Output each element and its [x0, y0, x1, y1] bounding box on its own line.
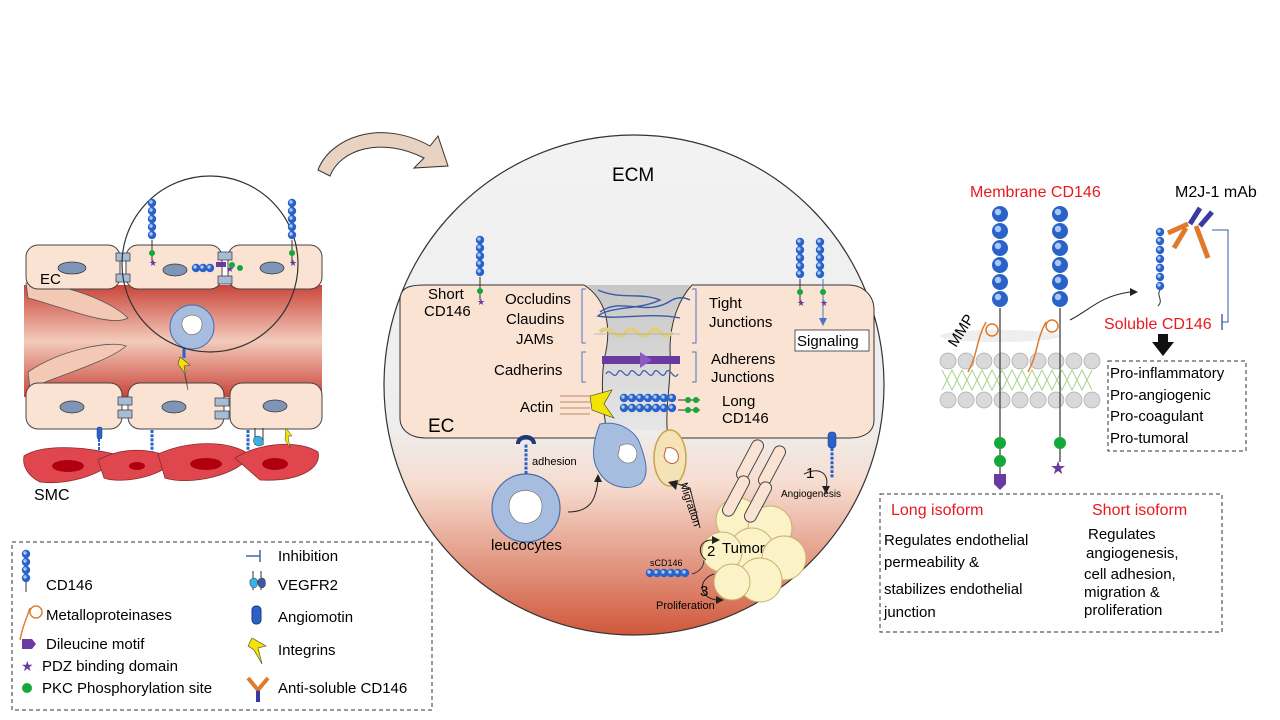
m2j1-mab-label: M2J-1 mAb [1175, 184, 1257, 201]
angiomotin-legend-icon [251, 605, 262, 625]
svg-text:★: ★ [820, 298, 828, 308]
isoform-box [879, 493, 1223, 633]
nucleus [57, 261, 87, 275]
cd146-horizontal-chain: ★ [191, 262, 243, 274]
legend-box [11, 541, 433, 711]
center-detail-panel: ★ ★★ [383, 134, 885, 636]
right-membrane-panel: ★ [879, 206, 1247, 633]
adhesion-label: adhesion [532, 456, 577, 468]
lipid-bilayer [939, 330, 1101, 409]
ec-label-center: EC [428, 416, 454, 437]
svg-text:★: ★ [226, 264, 234, 274]
tumor-label: Tumor [722, 540, 765, 557]
signaling-box [794, 329, 870, 352]
leucocytes-label: leucocytes [491, 537, 562, 554]
step-3: 3 [700, 583, 708, 600]
step-1: 1 [806, 465, 814, 482]
cd146-chain: ★ [287, 198, 297, 268]
ec-label: EC [40, 271, 61, 288]
legend-pdz: PDZ binding domain [42, 658, 178, 675]
legend-integrins: Integrins [278, 642, 336, 659]
angiogenic-sprout [721, 439, 787, 523]
ecm-label: ECM [612, 165, 654, 186]
long-cd146-label-2: CD146 [722, 410, 769, 427]
short-isoform-line-4: proliferation [1084, 602, 1162, 619]
svg-text:★: ★ [149, 258, 157, 268]
short-isoform-line-3: migration & [1084, 584, 1160, 601]
short-isoform-line-0: Regulates [1088, 526, 1156, 543]
smc-label: SMC [34, 487, 70, 504]
long-isoform-line-2: stabilizes endothelial [884, 581, 1022, 598]
tight-junctions-label-2: Junctions [709, 314, 772, 331]
actin-label: Actin [520, 399, 553, 416]
adherens-junctions-label-2: Junctions [711, 369, 774, 386]
legend-cd146: CD146 [46, 577, 93, 594]
zoom-circle [121, 175, 299, 353]
signaling-label: Signaling [797, 333, 859, 350]
effect-1: Pro-angiogenic [1110, 387, 1211, 404]
long-isoform-line-3: junction [883, 604, 936, 621]
soluble-cd146-label: Soluble CD146 [1104, 316, 1212, 333]
scd146-label: sCD146 [650, 558, 683, 568]
dileucine-legend-icon [22, 639, 36, 649]
legend-metalloproteinases: Metalloproteinases [46, 607, 172, 624]
vegfr2-legend-icon [249, 571, 266, 590]
nucleus [259, 261, 285, 275]
long-cd146-chain [619, 393, 700, 413]
membrane-cd146-title: Membrane CD146 [970, 184, 1101, 201]
short-cd146-label-2: CD146 [424, 303, 471, 320]
cd146-chain: ★ [147, 198, 157, 268]
pericyte-shape [27, 343, 127, 389]
svg-text:★: ★ [289, 258, 297, 268]
occludins-label: Occludins [505, 291, 571, 308]
long-isoform-line-0: Regulates endothelial [884, 532, 1028, 549]
nucleus [162, 263, 188, 277]
short-cd146-label-1: Short [428, 286, 465, 303]
jams-label: JAMs [516, 331, 554, 348]
step-2: 2 [707, 543, 715, 560]
claudins-label: Claudins [506, 311, 564, 328]
short-isoform-line-2: cell adhesion, [1084, 566, 1176, 583]
legend-vegfr2: VEGFR2 [278, 577, 338, 594]
metalloproteinase-legend-icon [19, 607, 31, 641]
adherens-junctions-label-1: Adherens [711, 351, 775, 368]
cd146-legend-icon [21, 549, 31, 592]
long-isoform-title: Long isoform [891, 502, 984, 519]
short-isoform-line-1: angiogenesis, [1086, 545, 1179, 562]
proliferation-label: Proliferation [656, 600, 715, 612]
legend-dileucine: Dileucine motif [46, 636, 145, 653]
pdz-legend-icon: ★ [21, 658, 34, 674]
cd146-chain-pair: ★★ [795, 237, 828, 326]
tight-junctions-label-1: Tight [709, 295, 743, 312]
zoom-arrow [317, 132, 449, 177]
legend-angiomotin: Angiomotin [278, 609, 353, 626]
membrane-cd146-short: ★ [1050, 206, 1068, 478]
effects-box [1107, 360, 1247, 452]
effect-3: Pro-tumoral [1110, 430, 1188, 447]
m2j1-antibody [1166, 206, 1214, 259]
integrin-legend-icon [247, 637, 267, 665]
legend-pkc: PKC Phosphorylation site [42, 680, 212, 697]
membrane-cd146-long [992, 206, 1008, 490]
pkc-legend-icon [22, 683, 32, 693]
cadherins-label: Cadherins [494, 362, 562, 379]
soluble-cd146 [1155, 227, 1165, 307]
short-isoform-title: Short isoform [1092, 502, 1187, 519]
short-cd146-chain: ★ [475, 235, 485, 307]
left-vessel-panel: ★ ★ ★ EC SMC [23, 175, 323, 504]
long-cd146-label-1: Long [722, 393, 755, 410]
angiogenesis-label: Angiogenesis [781, 489, 841, 500]
svg-text:★: ★ [477, 297, 485, 307]
anti-soluble-cd146-legend-icon [246, 676, 270, 702]
svg-text:★: ★ [797, 298, 805, 308]
svg-text:★: ★ [1050, 458, 1066, 478]
effect-2: Pro-coagulant [1110, 408, 1204, 425]
long-isoform-line-1: permeability & [884, 554, 979, 571]
effect-0: Pro-inflammatory [1110, 365, 1225, 382]
legend-inhibition: Inhibition [278, 548, 338, 565]
legend-anti-soluble-cd146: Anti-soluble CD146 [278, 680, 407, 697]
legend: ★ CD146 Metalloproteinases Dileucine mot… [11, 541, 433, 711]
